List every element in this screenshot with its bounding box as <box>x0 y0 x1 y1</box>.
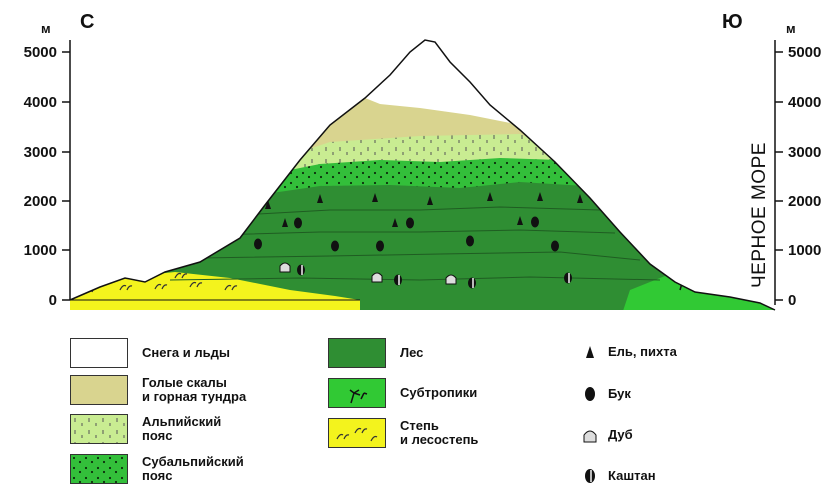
right-tick-labels: 5000 4000 3000 2000 1000 0 <box>788 44 821 309</box>
right-unit-label: м <box>786 21 796 36</box>
legend-item-fir: Ель, пихта <box>580 344 677 360</box>
legend-label: Бук <box>608 387 631 401</box>
forest-swatch <box>328 338 386 368</box>
mountain-profile <box>60 30 790 320</box>
chestnut-icon <box>580 468 600 484</box>
y-tick-label: 5000 <box>788 44 821 61</box>
legend-label: Субтропики <box>400 386 477 400</box>
legend-item-alpine: Альпийский пояс <box>70 414 221 444</box>
legend-label: Дуб <box>608 428 633 442</box>
steppe-swatch <box>328 418 386 448</box>
legend-label: Ель, пихта <box>608 345 677 359</box>
legend-item-steppe: Степь и лесостепь <box>328 418 478 448</box>
legend-item-beech: Бук <box>580 386 631 402</box>
beech-icon <box>551 241 559 252</box>
legend-label: Снега и льды <box>142 346 230 360</box>
beech-icon <box>376 241 384 252</box>
oak-icon <box>580 427 600 443</box>
beech-icon <box>294 218 302 229</box>
beech-icon <box>331 241 339 252</box>
legend-label: Каштан <box>608 469 656 483</box>
y-tick-label: 2000 <box>788 193 821 210</box>
beech-icon <box>531 217 539 228</box>
fir-icon <box>580 344 600 360</box>
rocks-swatch <box>70 375 128 405</box>
legend-item-subalpine: Субальпийский пояс <box>70 454 244 484</box>
oak-icon <box>280 263 290 272</box>
y-tick-label: 0 <box>788 292 796 309</box>
legend-label: Голые скалы и горная тундра <box>142 376 246 404</box>
subtropics-swatch <box>328 378 386 408</box>
chestnut-icon <box>394 275 402 286</box>
left-axis <box>62 40 70 300</box>
legend-label: Субальпийский пояс <box>142 455 244 483</box>
legend-label: Альпийский пояс <box>142 415 221 443</box>
y-tick-label: 1000 <box>24 242 57 259</box>
left-tick-labels: 5000 4000 3000 2000 1000 0 <box>24 44 57 309</box>
south-label: Ю <box>722 11 743 33</box>
legend: Снега и льды Голые скалы и горная тундра… <box>0 330 833 491</box>
left-unit-label: м <box>41 21 51 36</box>
beech-icon <box>580 386 600 402</box>
alpine-swatch <box>70 414 128 444</box>
y-tick-label: 0 <box>49 292 57 309</box>
legend-label: Степь и лесостепь <box>400 419 478 447</box>
beech-icon <box>406 218 414 229</box>
y-tick-label: 1000 <box>788 242 821 259</box>
chestnut-icon <box>468 278 476 289</box>
y-tick-label: 2000 <box>24 193 57 210</box>
right-axis <box>775 40 783 305</box>
y-tick-label: 5000 <box>24 44 57 61</box>
black-sea-label: ЧЕРНОЕ МОРЕ <box>749 142 770 288</box>
legend-item-chestnut: Каштан <box>580 468 656 484</box>
oak-icon <box>372 273 382 282</box>
y-tick-label: 4000 <box>24 94 57 111</box>
north-label: С <box>80 11 94 33</box>
legend-item-snow: Снега и льды <box>70 338 230 368</box>
beech-icon <box>254 239 262 250</box>
subalpine-swatch <box>70 454 128 484</box>
chestnut-icon <box>297 265 305 276</box>
oak-icon <box>446 275 456 284</box>
y-tick-label: 3000 <box>24 144 57 161</box>
legend-item-forest: Лес <box>328 338 423 368</box>
legend-label: Лес <box>400 346 423 360</box>
y-tick-label: 4000 <box>788 94 821 111</box>
legend-item-rocks: Голые скалы и горная тундра <box>70 375 246 405</box>
chestnut-icon <box>564 273 572 284</box>
legend-item-oak: Дуб <box>580 427 633 443</box>
beech-icon <box>466 236 474 247</box>
snow-swatch <box>70 338 128 368</box>
legend-item-subtropics: Субтропики <box>328 378 477 408</box>
y-tick-label: 3000 <box>788 144 821 161</box>
